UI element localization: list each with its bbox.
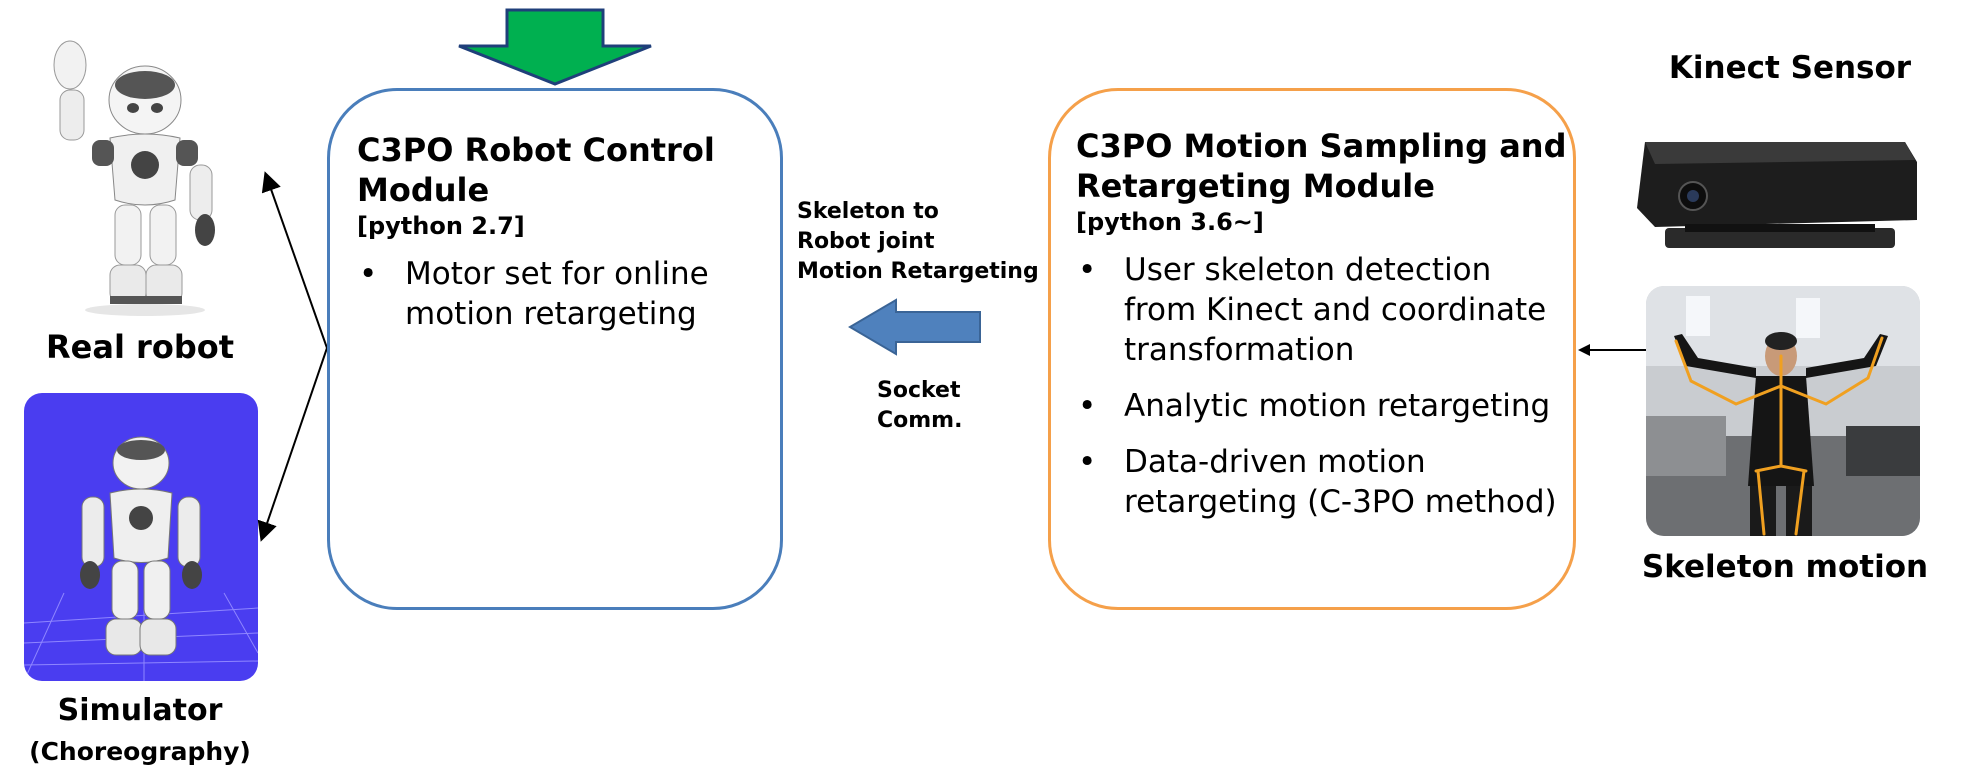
motion-retargeting-module-title-line2: Retargeting Module <box>1076 167 1435 205</box>
motion-retargeting-module-box <box>1048 88 1576 610</box>
list-item: • Analytic motion retargeting <box>1076 386 1576 426</box>
bullet-text-line: Analytic motion retargeting <box>1124 388 1551 424</box>
bullet-text-line: retargeting (C-3PO method) <box>1124 484 1557 520</box>
simulator-image <box>24 393 258 681</box>
retargeting-label: Skeleton to Robot joint Motion Retargeti… <box>797 197 1047 287</box>
green-down-arrow-icon <box>458 8 652 86</box>
skeleton-motion-label: Skeleton motion <box>1641 549 1929 585</box>
blue-left-arrow-icon <box>848 298 981 356</box>
simulator-robot-icon <box>24 436 258 681</box>
output-arrows <box>257 171 328 542</box>
skeleton-motion-image <box>1646 286 1920 536</box>
skeleton-person-icon <box>1646 286 1920 536</box>
bullet-icon: • <box>359 256 378 292</box>
retargeting-label-line2: Robot joint <box>797 229 935 254</box>
kinect-sensor-image <box>1637 142 1917 248</box>
socket-comm-label-line1: Socket <box>877 378 961 403</box>
list-item: • Data-driven motion retargeting (C-3PO … <box>1076 442 1576 522</box>
bullet-icon: • <box>1078 252 1097 288</box>
bullet-icon: • <box>1078 388 1097 424</box>
robot-control-module-subtitle: [python 2.7] <box>357 212 525 240</box>
retargeting-label-line1: Skeleton to <box>797 199 939 224</box>
bullet-text-line: Motor set for online <box>405 256 709 292</box>
retargeting-label-line3: Motion Retargeting <box>797 259 1039 284</box>
bullet-text-line: from Kinect and coordinate <box>1124 292 1547 328</box>
motion-retargeting-module-title-line1: C3PO Motion Sampling and <box>1076 127 1567 165</box>
socket-comm-label: Socket Comm. <box>877 376 1037 436</box>
robot-control-module-box <box>327 88 783 610</box>
real-robot-image <box>53 40 215 316</box>
robot-control-bullets: • Motor set for online motion retargetin… <box>357 254 777 334</box>
choreography-label: (Choreography) <box>29 737 251 766</box>
robot-control-module-title-line2: Module <box>357 171 490 209</box>
bullet-text-line: transformation <box>1124 332 1355 368</box>
bullet-text-line: motion retargeting <box>405 296 697 332</box>
robot-control-module-title-line1: C3PO Robot Control <box>357 131 715 169</box>
list-item: • User skeleton detection from Kinect an… <box>1076 250 1576 370</box>
motion-retargeting-module-subtitle: [python 3.6~] <box>1076 208 1264 236</box>
simulator-label: Simulator <box>57 693 223 728</box>
bullet-icon: • <box>1078 444 1097 480</box>
input-arrow <box>1578 344 1646 356</box>
motion-retargeting-module-content: C3PO Motion Sampling and Retargeting Mod… <box>1076 126 1576 538</box>
motion-retargeting-bullets: • User skeleton detection from Kinect an… <box>1076 250 1576 522</box>
robot-control-module-content: C3PO Robot Control Module [python 2.7] •… <box>357 130 777 350</box>
list-item: • Motor set for online motion retargetin… <box>357 254 777 334</box>
kinect-sensor-label: Kinect Sensor <box>1668 50 1912 86</box>
real-robot-label: Real robot <box>46 328 234 366</box>
socket-comm-label-line2: Comm. <box>877 408 963 433</box>
bullet-text-line: User skeleton detection <box>1124 252 1492 288</box>
bullet-text-line: Data-driven motion <box>1124 444 1426 480</box>
